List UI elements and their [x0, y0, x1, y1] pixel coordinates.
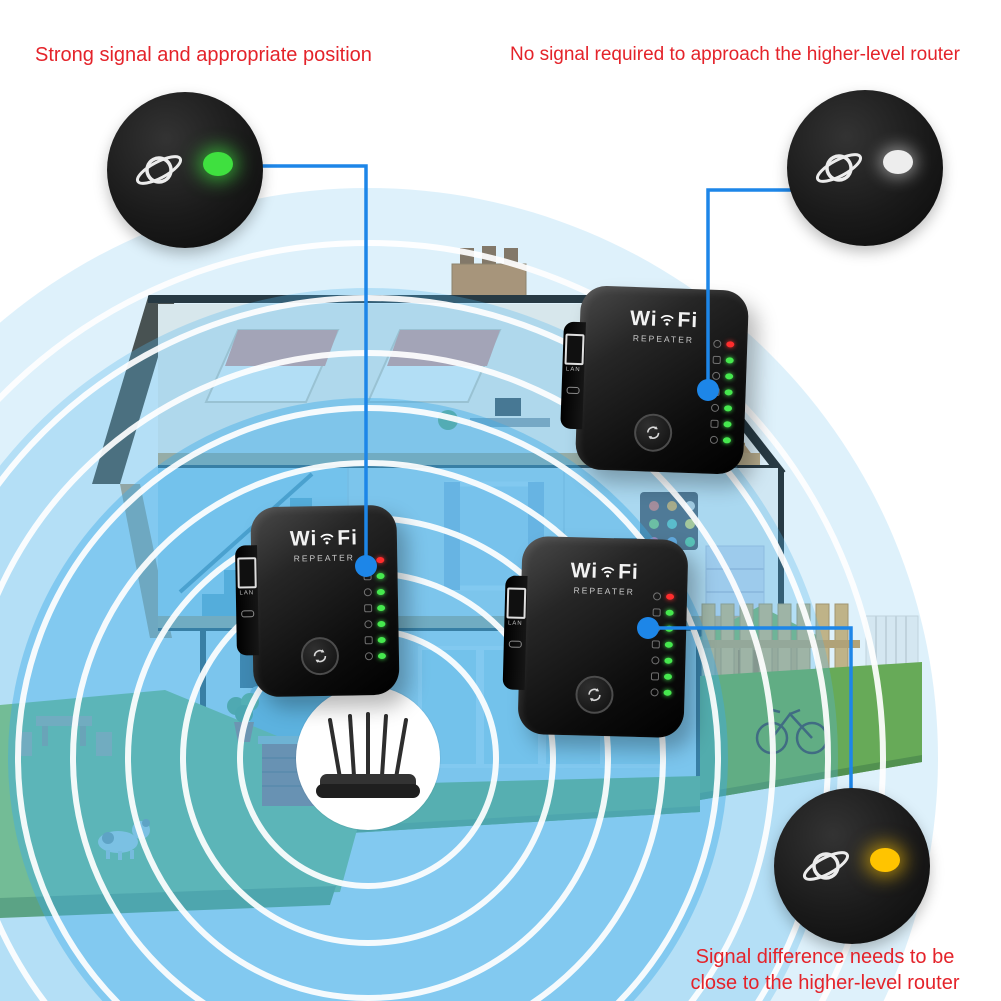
- caption-line-2: close to the higher-level router: [690, 972, 960, 994]
- wps-button: [633, 412, 674, 453]
- connector-dot: [355, 555, 377, 577]
- white-led: [883, 150, 913, 174]
- wifi-fan-icon: [658, 309, 677, 326]
- no-signal-indicator: [787, 90, 943, 246]
- router-antennas: [328, 712, 408, 780]
- caption-signal-difference: Signal difference needs to be close to t…: [655, 944, 995, 996]
- strong-signal-indicator: [107, 92, 263, 248]
- caption-line-1: Signal difference needs to be: [695, 946, 955, 968]
- connector-dot: [637, 617, 659, 639]
- yellow-led: [870, 848, 900, 872]
- wps-button: [300, 636, 340, 676]
- planet-icon: [135, 155, 183, 185]
- wifi-fan-icon: [318, 528, 336, 545]
- planet-icon: [802, 851, 850, 881]
- weak-signal-indicator: [774, 788, 930, 944]
- attic-computer: [495, 398, 521, 416]
- green-led: [203, 152, 233, 176]
- router-device: [316, 712, 420, 798]
- dog: [98, 819, 150, 860]
- wifi-fan-icon: [599, 561, 617, 578]
- connector-dot: [697, 379, 719, 401]
- wps-button: [575, 675, 615, 715]
- router-circle: [296, 686, 440, 830]
- caption-no-signal: No signal required to approach the highe…: [510, 44, 960, 65]
- dresser: [705, 545, 765, 617]
- caption-strong-signal: Strong signal and appropriate position: [35, 44, 372, 66]
- planet-icon: [815, 153, 863, 183]
